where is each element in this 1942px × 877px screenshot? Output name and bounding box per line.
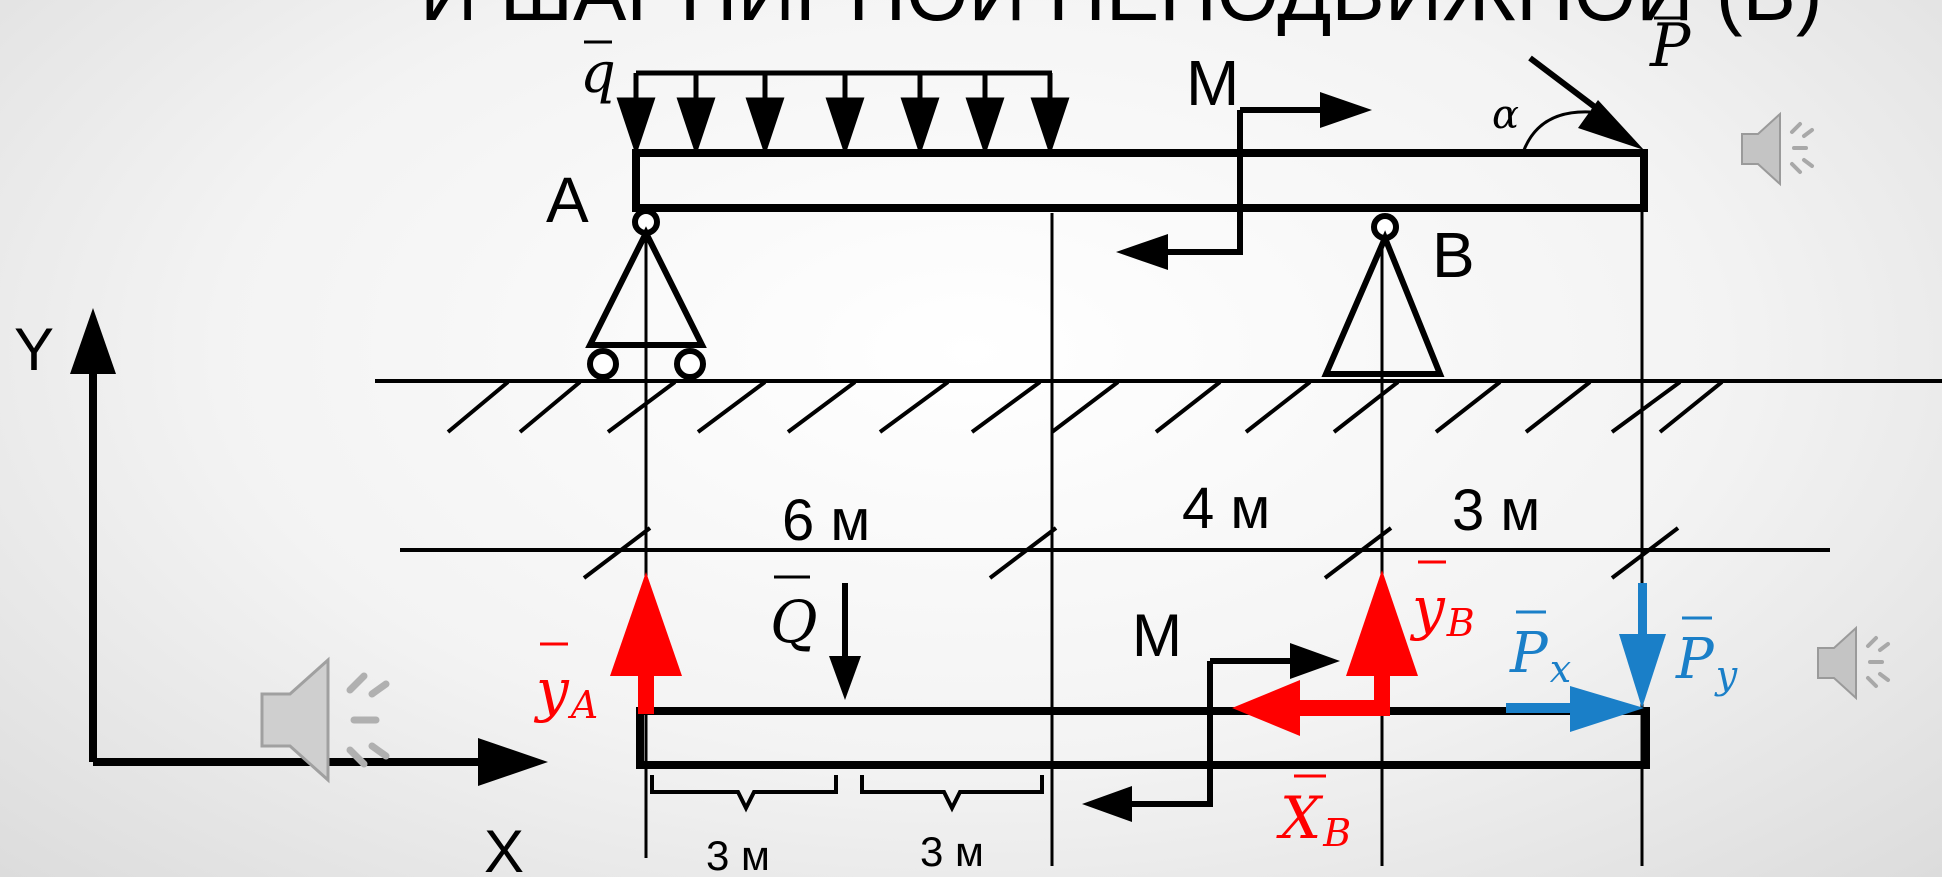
dim-span-2: 4 м [1182, 476, 1270, 541]
speaker-icon[interactable] [1741, 111, 1814, 187]
support-b-label: B [1432, 219, 1475, 291]
ground-hatching [446, 380, 1724, 434]
half-brackets [650, 775, 1044, 813]
slide-title: И ШАРНИРНОЙ НЕПОДВИЖНОЙ (В) [420, 0, 1823, 37]
angle-alpha-label: α [1492, 92, 1519, 138]
support-a-label: A [546, 164, 589, 236]
lower-moment-arrow-right [1290, 643, 1340, 679]
component-px-shaft [1506, 703, 1576, 713]
lower-moment-arrow-left [1082, 786, 1132, 822]
component-py-shaft [1638, 583, 1647, 643]
load-q-label: q [580, 41, 616, 106]
upper-beam [632, 149, 1648, 212]
dim-half-2: 3 м [920, 828, 984, 875]
component-py-label: Py [1675, 627, 1738, 697]
speaker-icon[interactable] [260, 656, 390, 784]
dim-half-1: 3 м [706, 832, 770, 877]
upper-moment-label: M [1186, 47, 1239, 119]
upper-moment-arrow-left [1116, 234, 1168, 270]
reaction-yb-label: yB [1409, 574, 1475, 645]
axis-y-label: Y [14, 316, 54, 383]
force-p-label: P [1649, 11, 1692, 81]
resultant-q-arrowhead [829, 656, 861, 700]
reaction-ya-label: yA [533, 656, 598, 727]
component-px-arrowhead [1570, 686, 1644, 732]
distributed-load [616, 70, 1070, 156]
lower-beam [636, 707, 1650, 769]
reaction-yb-arrowhead [1346, 570, 1418, 676]
component-py-arrowhead [1619, 634, 1666, 708]
dim-span-1: 6 м [782, 488, 870, 553]
lower-moment-label: M [1132, 602, 1182, 669]
reaction-xb-shaft [1290, 700, 1390, 716]
axis-x-label: X [484, 818, 524, 877]
lower-moment [1110, 658, 1300, 807]
force-p-arrowhead [1578, 100, 1644, 150]
component-px-label: Px [1509, 621, 1571, 691]
coordinate-axes [70, 308, 548, 786]
reaction-xb-arrowhead [1232, 680, 1300, 736]
angle-arc [1522, 110, 1591, 151]
dimension-ticks [582, 526, 1680, 580]
upper-moment [1148, 107, 1330, 255]
upper-moment-arrow-right [1320, 92, 1372, 128]
resultant-q-label: Q [770, 588, 818, 656]
reaction-ya-arrowhead [610, 572, 682, 676]
reaction-xb-label: XB [1276, 784, 1351, 855]
speaker-icon[interactable] [1817, 625, 1890, 701]
dim-span-3: 3 м [1452, 478, 1540, 543]
